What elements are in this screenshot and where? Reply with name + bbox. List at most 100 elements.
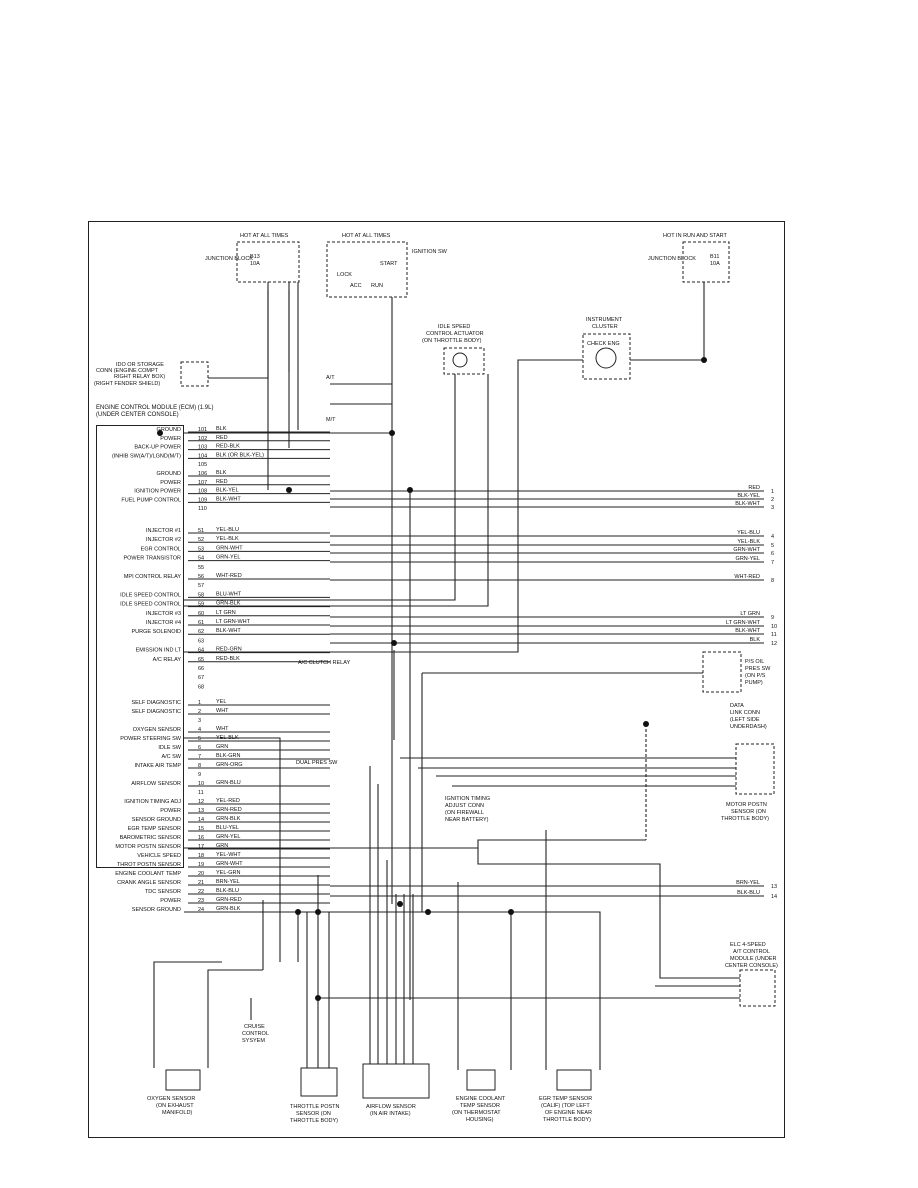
pin-mid-wire: GRN-BLK bbox=[216, 601, 241, 607]
egr-l3: OF ENGINE NEAR bbox=[545, 1110, 592, 1116]
pin-low-wire: GRN-YEL bbox=[216, 834, 240, 840]
pin-mid-label: INJECTOR #1 bbox=[146, 528, 181, 534]
pin-mid-label: EGR CONTROL bbox=[141, 546, 181, 552]
note-ac-clutch: A/C CLUTCH RELAY bbox=[298, 660, 350, 666]
ignition-switch-box bbox=[326, 241, 408, 298]
ecm-subtitle: (UNDER CENTER CONSOLE) bbox=[96, 412, 179, 418]
pin-mid-wire: LT GRN bbox=[216, 610, 236, 616]
idle-actuator-box bbox=[443, 347, 485, 375]
motor-l1: MOTOR POSTN bbox=[726, 802, 767, 808]
o2-l1: OXYGEN SENSOR bbox=[147, 1096, 195, 1102]
pin-low-wire: GRN-BLK bbox=[216, 816, 241, 822]
pin-low-wire: YEL-BLK bbox=[216, 735, 239, 741]
timing-l4: NEAR BATTERY) bbox=[445, 817, 489, 823]
afs-l2: (IN AIR INTAKE) bbox=[370, 1111, 411, 1117]
pin-mid-pin: 53 bbox=[198, 546, 204, 552]
cruise-l2: CONTROL bbox=[242, 1031, 269, 1037]
pin-mid-label: MPI CONTROL RELAY bbox=[124, 574, 181, 580]
pin-low-wire: WHT bbox=[216, 726, 229, 732]
pin-low-pin: 16 bbox=[198, 835, 204, 841]
pin-low-pin: 5 bbox=[198, 736, 201, 742]
note-mt: M/T bbox=[326, 417, 336, 423]
pin-low-wire: GRN bbox=[216, 843, 228, 849]
pin-top-pin: 110 bbox=[198, 506, 207, 512]
right-end-wire: GRN-YEL bbox=[736, 556, 760, 562]
ign-start: START bbox=[380, 261, 398, 267]
right-end-number: 12 bbox=[771, 641, 777, 647]
pin-low-wire: GRN-BLU bbox=[216, 780, 241, 786]
pin-top-label: GROUND bbox=[157, 471, 181, 477]
afs-box bbox=[362, 1063, 430, 1099]
pin-top-label: POWER bbox=[160, 480, 181, 486]
pin-mid-pin: 59 bbox=[198, 602, 204, 608]
splice-dot bbox=[286, 487, 292, 493]
pin-mid-label: PURGE SOLENOID bbox=[131, 629, 181, 635]
pin-low-label: SENSOR GROUND bbox=[132, 907, 181, 913]
ect-l4: HOUSING) bbox=[466, 1117, 494, 1123]
pin-mid-wire: RED-GRN bbox=[216, 647, 242, 653]
fuse-a-box bbox=[236, 241, 300, 283]
tps-l2: SENSOR (ON bbox=[296, 1111, 331, 1117]
right-end-wire: GRN-WHT bbox=[733, 547, 760, 553]
fuse-a-amp: 10A bbox=[250, 261, 260, 267]
pin-mid-label: IDLE SPEED CONTROL bbox=[120, 602, 181, 608]
dlc-l3: (LEFT SIDE bbox=[730, 717, 760, 723]
ps-l2: PRES SW bbox=[745, 666, 771, 672]
pin-mid-pin: 60 bbox=[198, 611, 204, 617]
elc-l3: MODULE (UNDER bbox=[730, 956, 776, 962]
splice-dot bbox=[315, 909, 321, 915]
pin-mid-pin: 56 bbox=[198, 574, 204, 580]
pin-low-wire: BLK-BLU bbox=[216, 888, 239, 894]
right-end-number: 9 bbox=[771, 615, 774, 621]
splice-dot bbox=[701, 357, 707, 363]
pin-low-pin: 11 bbox=[198, 790, 204, 796]
right-end-number: 11 bbox=[771, 632, 777, 638]
pin-low-wire: YEL-RED bbox=[216, 798, 240, 804]
pin-low-wire: GRN bbox=[216, 744, 228, 750]
cluster-l2: CLUSTER bbox=[592, 324, 618, 330]
pin-mid-wire: GRN-YEL bbox=[216, 555, 240, 561]
fuse-b-fuse: B11 bbox=[710, 254, 719, 260]
pin-mid-label: INJECTOR #4 bbox=[146, 620, 181, 626]
pin-low-pin: 14 bbox=[198, 817, 204, 823]
pin-low-pin: 6 bbox=[198, 745, 201, 751]
splice-dot bbox=[508, 909, 514, 915]
right-end-number: 14 bbox=[771, 894, 777, 900]
pin-low-label: SELF DIAGNOSTIC bbox=[131, 700, 181, 706]
pin-low-label: THROT POSTN SENSOR bbox=[117, 862, 181, 868]
cruise-l1: CRUISE bbox=[244, 1024, 265, 1030]
pin-mid-pin: 64 bbox=[198, 648, 204, 654]
cluster-lamp: CHECK ENG bbox=[587, 341, 620, 347]
ign-run: RUN bbox=[371, 283, 383, 289]
elc-box bbox=[739, 969, 776, 1007]
timing-l3: (ON FIREWALL bbox=[445, 810, 484, 816]
fuse-a-block: JUNCTION BLOCK bbox=[205, 256, 253, 262]
pin-mid-pin: 62 bbox=[198, 629, 204, 635]
elc-l2: A/T CONTROL bbox=[733, 949, 770, 955]
right-end-wire: BLK bbox=[750, 637, 761, 643]
tps-l3: THROTTLE BODY) bbox=[290, 1118, 338, 1124]
pin-top-wire: RED bbox=[216, 479, 228, 485]
right-end-wire: BLK-WHT bbox=[735, 628, 760, 634]
idle-l3: (ON THROTTLE BODY) bbox=[422, 338, 482, 344]
ign-name: IGNITION SW bbox=[412, 249, 448, 255]
pin-low-pin: 15 bbox=[198, 826, 204, 832]
pin-low-wire: YEL-GRN bbox=[216, 870, 240, 876]
pin-low-wire: YEL-WHT bbox=[216, 852, 241, 858]
pin-low-pin: 22 bbox=[198, 889, 204, 895]
pin-low-label: TDC SENSOR bbox=[145, 889, 181, 895]
motor-l2: SENSOR (ON bbox=[731, 809, 766, 815]
pin-low-label: BAROMETRIC SENSOR bbox=[120, 835, 181, 841]
note-at: A/T bbox=[326, 375, 335, 381]
right-end-wire: YEL-BLU bbox=[737, 530, 760, 536]
tps-box bbox=[300, 1067, 338, 1097]
right-end-number: 3 bbox=[771, 505, 774, 511]
ign-header: HOT AT ALL TIMES bbox=[342, 233, 391, 239]
ps-l3: (ON P/S bbox=[745, 673, 766, 679]
relay-l2: CONN (ENGINE COMPT bbox=[96, 368, 159, 374]
right-end-number: 8 bbox=[771, 578, 774, 584]
pin-low-label: A/C SW bbox=[161, 754, 181, 760]
pin-low-pin: 8 bbox=[198, 763, 201, 769]
pin-low-pin: 10 bbox=[198, 781, 204, 787]
pin-mid-pin: 66 bbox=[198, 666, 204, 672]
